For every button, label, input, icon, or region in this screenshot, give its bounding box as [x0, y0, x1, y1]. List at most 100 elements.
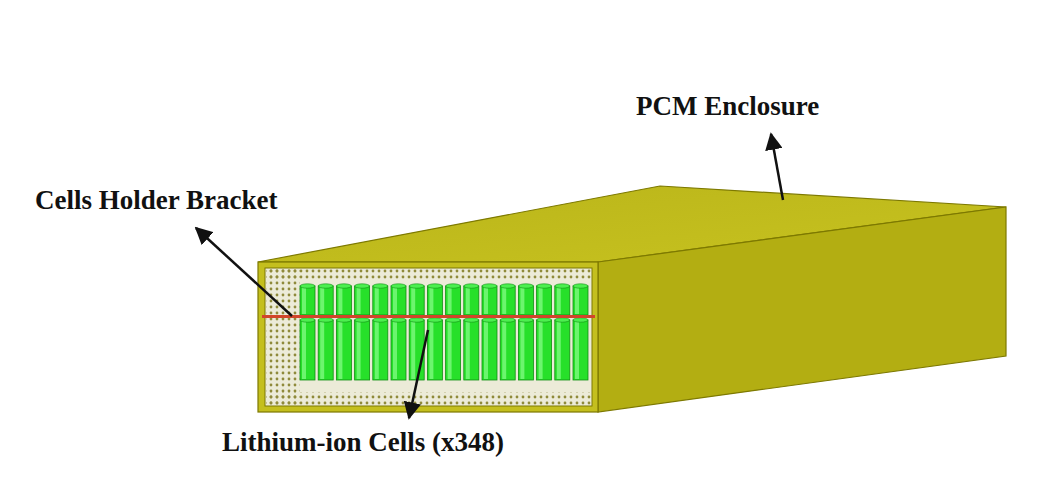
cell-cap [336, 318, 351, 322]
cell-highlight [375, 287, 379, 314]
cell-highlight [484, 321, 488, 379]
cell-highlight [448, 321, 452, 379]
cell-highlight [502, 287, 506, 314]
part-label: Lithium-ion Cells (x348) [222, 428, 504, 458]
holder-holes [266, 392, 591, 405]
cell-cap [464, 318, 479, 322]
cell-cap [500, 284, 515, 288]
cell-cap [409, 318, 424, 322]
cell-cap [482, 284, 497, 288]
cell-highlight [539, 287, 543, 314]
cell-body [427, 286, 442, 315]
cell-highlight [557, 287, 561, 314]
leader-arrow [771, 134, 783, 200]
cell-body [464, 320, 479, 380]
part-label: Cells Holder Bracket [35, 186, 277, 216]
cell-body [373, 286, 388, 315]
cell-body [537, 320, 552, 380]
cell-highlight [357, 321, 361, 379]
cell-body [446, 320, 461, 380]
cell-cap [555, 284, 570, 288]
part-label: PCM Enclosure [636, 92, 819, 122]
cell-body [500, 286, 515, 315]
cell-body [500, 320, 515, 380]
cell-cap [355, 284, 370, 288]
enclosure-interior [265, 268, 592, 406]
cell-highlight [429, 321, 433, 379]
cell-cap [537, 284, 552, 288]
cell-body [573, 286, 588, 315]
cell-body [573, 320, 588, 380]
cell-highlight [575, 321, 579, 379]
cell-body [464, 286, 479, 315]
cell-highlight [502, 321, 506, 379]
cell-body [537, 286, 552, 315]
cell-highlight [520, 321, 524, 379]
cell-cap [573, 318, 588, 322]
cell-body [300, 286, 315, 315]
cell-body [446, 286, 461, 315]
cell-body [336, 320, 351, 380]
cell-highlight [302, 287, 306, 314]
cell-body [318, 320, 333, 380]
cell-highlight [320, 321, 324, 379]
cell-cap [318, 318, 333, 322]
cell-highlight [557, 321, 561, 379]
cell-array [300, 284, 588, 380]
cell-highlight [429, 287, 433, 314]
cell-cap [336, 284, 351, 288]
cell-highlight [411, 287, 415, 314]
cell-body [555, 286, 570, 315]
cell-body [518, 320, 533, 380]
cell-body [518, 286, 533, 315]
cell-highlight [393, 321, 397, 379]
cell-cap [373, 318, 388, 322]
cell-body [409, 286, 424, 315]
cell-highlight [302, 321, 306, 379]
cell-body [482, 320, 497, 380]
cell-cap [482, 318, 497, 322]
cell-cap [555, 318, 570, 322]
cell-cap [464, 284, 479, 288]
cell-cap [373, 284, 388, 288]
cell-cap [518, 284, 533, 288]
cell-cap [391, 284, 406, 288]
cell-cap [446, 284, 461, 288]
cell-body [300, 320, 315, 380]
cell-cap [300, 318, 315, 322]
cell-highlight [393, 287, 397, 314]
holder-holes [266, 269, 300, 405]
cell-highlight [338, 287, 342, 314]
cell-body [355, 286, 370, 315]
cell-cap [446, 318, 461, 322]
cell-body [409, 320, 424, 380]
cell-highlight [466, 287, 470, 314]
enclosure-side [598, 207, 1006, 412]
cell-highlight [411, 321, 415, 379]
cell-cap [318, 284, 333, 288]
cell-highlight [520, 287, 524, 314]
cell-cap [537, 318, 552, 322]
cell-cap [300, 284, 315, 288]
cell-highlight [338, 321, 342, 379]
holder-bracket [262, 315, 595, 318]
cell-body [373, 320, 388, 380]
cell-highlight [448, 287, 452, 314]
cell-body [318, 286, 333, 315]
cell-cap [427, 318, 442, 322]
cell-body [482, 286, 497, 315]
cell-highlight [484, 287, 488, 314]
cell-cap [573, 284, 588, 288]
enclosure-front-frame [258, 262, 598, 412]
holder-holes [266, 269, 591, 281]
cell-body [336, 286, 351, 315]
cell-body [391, 286, 406, 315]
cell-body [427, 320, 442, 380]
cell-cap [500, 318, 515, 322]
cell-cap [391, 318, 406, 322]
cell-cap [355, 318, 370, 322]
cell-highlight [357, 287, 361, 314]
cell-highlight [466, 321, 470, 379]
